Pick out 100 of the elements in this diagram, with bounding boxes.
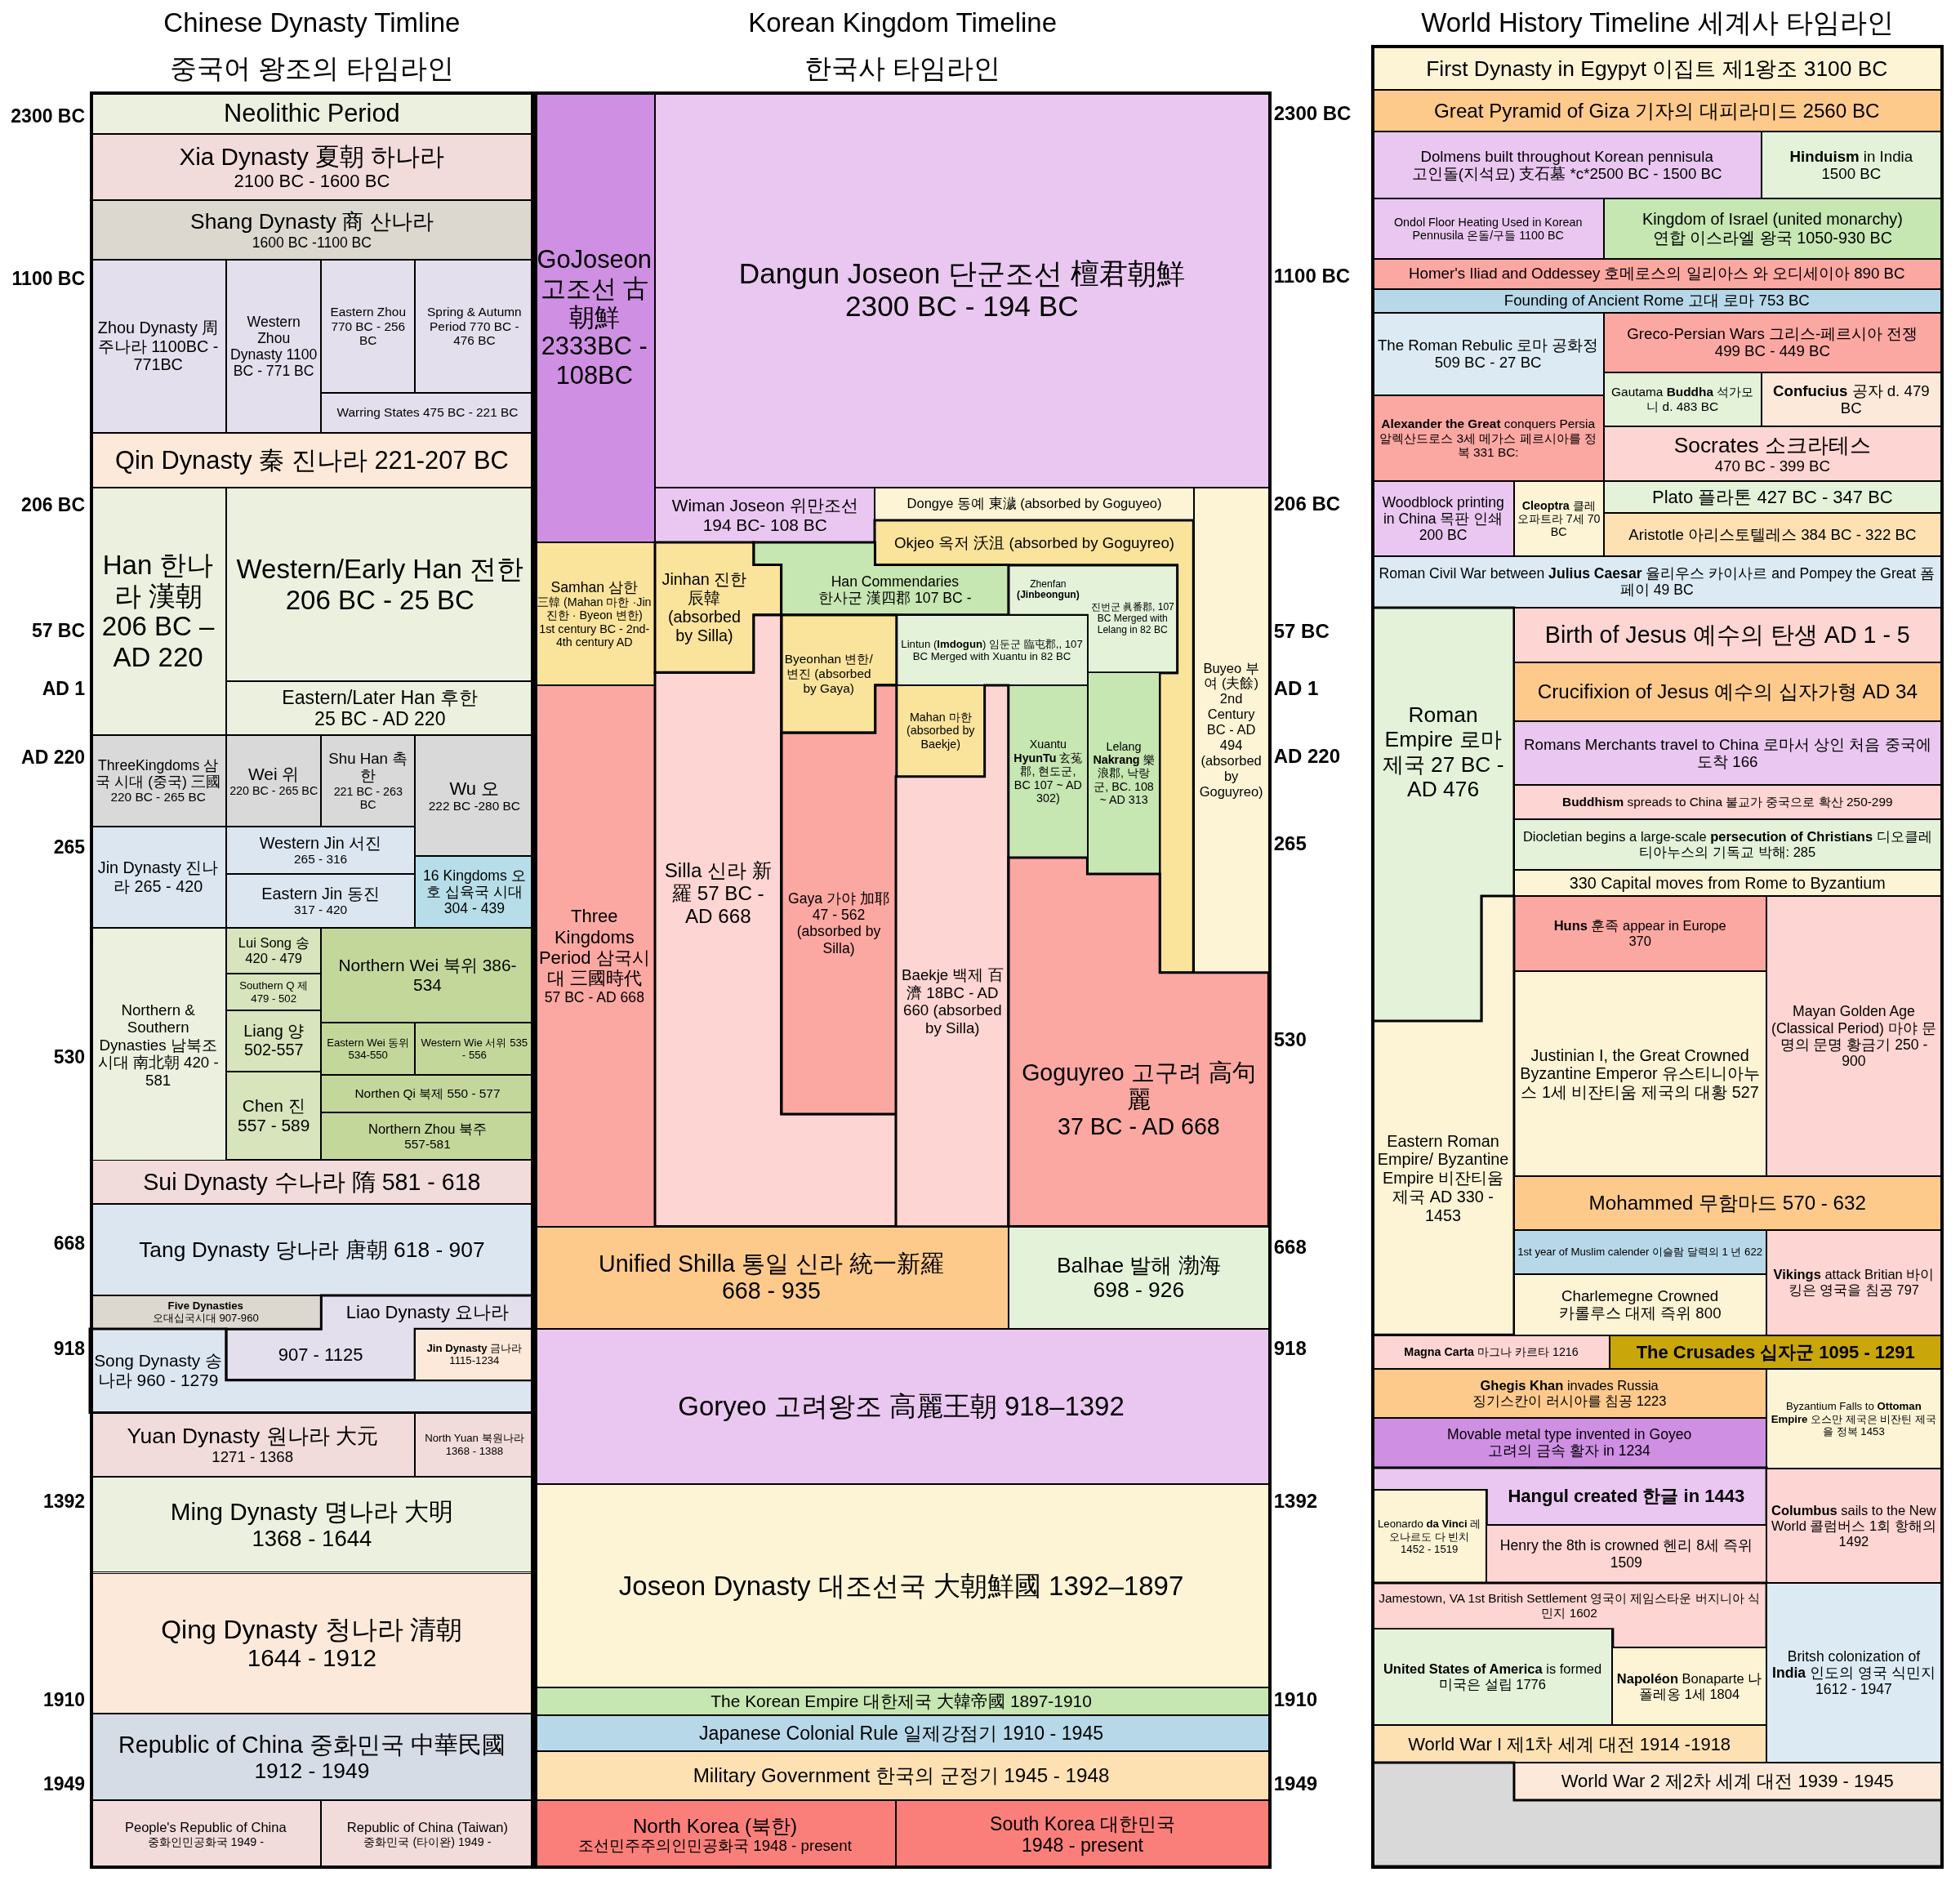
period-name: Eastern Wei 동위 534-550 <box>326 1036 411 1062</box>
kingdom-box <box>896 615 1088 685</box>
period-dates: 1912 - 1949 <box>254 1758 370 1783</box>
event-text: Great Pyramid of Giza 기자의 대피라미드 2560 BC <box>1434 99 1880 123</box>
kingdom-name: Okjeo 옥저 沃沮 (absorbed by Goguyreo) <box>894 533 1175 552</box>
period-dates: 222 BC -280 BC <box>428 799 520 814</box>
period-dates: 907 - 1125 <box>278 1344 363 1366</box>
period-name: Eastern/Later Han 후한 <box>282 686 479 709</box>
event-text: Justinian I, the Great Crowned Byzantine Emperor 유스티니아누스 1세 비잔티움 제국의 대황 527 <box>1519 1045 1761 1102</box>
year-label: 668 <box>1273 1237 1307 1259</box>
event-text: 330 Capital moves from Rome to Byzantium <box>1569 874 1886 893</box>
kingdom-name: Balhae 발해 渤海 <box>1056 1252 1221 1278</box>
event-box <box>1372 1417 1766 1468</box>
event-text: Roman Civil War between Julius Caesar 율리우스 카이사르 and Pompey the Great 폼페이 49 BC <box>1378 565 1936 599</box>
kingdom-box <box>1009 684 1088 858</box>
period-name: Qin Dynasty 秦 진나라 221-207 BC <box>115 445 509 475</box>
event-box <box>1761 131 1942 199</box>
event-text: Movable metal type invented in Goyeo <box>1447 1426 1692 1443</box>
dynasty-box <box>226 873 416 928</box>
event-box <box>1761 372 1942 426</box>
period-name: Western Zhou Dynasty 1100 BC - 771 BC <box>229 313 318 380</box>
event-box <box>1513 607 1942 663</box>
event-box <box>1513 481 1604 557</box>
period-name: Chen 진 557 - 589 <box>237 1096 311 1136</box>
kingdom-name: GoJoseon 고조선 古朝鮮 2333BC - 108BC <box>537 245 653 390</box>
event-text: Founding of Ancient Rome 고대 로마 753 BC <box>1503 292 1810 310</box>
event-text: Crucifixion of Jesus 예수의 십자가형 AD 34 <box>1537 680 1918 704</box>
kingdom-box <box>896 684 1009 1227</box>
year-label: 265 <box>1273 832 1307 855</box>
event-box <box>1610 1335 1942 1369</box>
period-dates: 1600 BC -1100 BC <box>252 234 372 251</box>
event-box <box>1766 1469 1942 1583</box>
year-label: 530 <box>52 1047 86 1068</box>
kingdom-dates: 194 BC- 108 BC <box>702 515 827 535</box>
year-label: 265 <box>52 837 86 858</box>
year-label: 1910 <box>1273 1689 1319 1711</box>
event-text: Huns 훈족 appear in Europe <box>1553 918 1726 934</box>
event-date: 고인돌(지석묘) 支石墓 *c*2500 BC - 1500 BC <box>1411 165 1722 183</box>
year-label: AD 1 <box>1273 678 1320 700</box>
event-text: Charlemegne Crowned <box>1561 1286 1719 1305</box>
period-name: Northern Zhou 북주 <box>368 1121 487 1137</box>
kingdom-box <box>655 487 875 543</box>
period-name: Five Dynasties <box>167 1299 243 1313</box>
event-text: Hinduism in India <box>1789 147 1913 165</box>
event-text: Magna Carta 마그나 카르타 1216 <box>1404 1345 1579 1359</box>
timeline-title: 중국어 왕조의 타임라인 <box>169 52 455 84</box>
period-name: Lui Song 송 420 - 479 <box>237 935 310 966</box>
kingdom-name: Silla 신라 新羅 57 BC - AD 668 <box>663 858 773 928</box>
period-name: Sui Dynasty 수나라 隋 581 - 618 <box>143 1168 481 1196</box>
year-label: 1949 <box>42 1773 86 1794</box>
event-text: 1st year of Muslim calender 이슬람 달력의 1 년 622 <box>1517 1246 1763 1259</box>
kingdom-box <box>1087 672 1160 874</box>
period-dates: 557-581 <box>404 1136 451 1152</box>
event-text: First Dynasty in Egypyt 이집트 제1왕조 3100 BC <box>1426 56 1888 82</box>
period-name: North Yuan 북원나라 1368 - 1388 <box>424 1432 525 1457</box>
event-box <box>1372 131 1762 199</box>
period-name: Tang Dynasty 당나라 唐朝 618 - 907 <box>139 1237 485 1262</box>
event-box <box>1603 512 1941 557</box>
kingdom-name: Lintun (Imdogun) 임둔군 臨屯郡,, 107 BC Merged with Xuantu in 82 BC <box>900 637 1084 663</box>
kingdom-box <box>896 684 986 777</box>
dynasty-box <box>226 1071 322 1161</box>
kingdom-name: Samhan 삼한 <box>550 578 638 595</box>
year-label: 918 <box>1273 1338 1307 1360</box>
period-name: Shang Dynasty 商 산나라 <box>190 209 434 234</box>
event-box <box>1372 481 1514 557</box>
dynasty-box <box>226 260 322 433</box>
event-text: Roman Empire 로마 제국 27 BC - AD 476 <box>1381 702 1505 802</box>
period-name: Shu Han 촉한 <box>327 749 409 785</box>
event-text: Diocletian begins a large-scale persecution of Christians 디오클레티아누스의 기독교 박해: 285 <box>1521 828 1933 860</box>
event-text: Gautama Buddha 석가모니 d. 483 BC <box>1610 385 1755 414</box>
event-box <box>1372 896 1514 1335</box>
event-box <box>1372 47 1941 91</box>
event-box <box>1766 896 1942 1177</box>
event-text: Buddhism spreads to China 불교가 중국으로 확산 250-299 <box>1562 795 1893 809</box>
event-text: Alexander the Great conquers Persia 알렉산드로스 3세 메가스 페르시아를 정복 331 BC: <box>1379 416 1597 461</box>
dynasty-box <box>226 826 416 874</box>
event-box <box>1766 1369 1942 1469</box>
event-text: Kingdom of Israel (united monarchy) <box>1642 210 1903 230</box>
year-label: 57 BC <box>30 621 86 642</box>
period-name: Republic of China 중화민국 中華民國 <box>118 1731 506 1759</box>
event-box <box>1372 258 1941 289</box>
event-box <box>1486 1525 1766 1583</box>
event-text: Ondol Floor Heating Used in Korean Pennusila 온돌/구들 1100 BC <box>1392 215 1584 243</box>
year-label: 1100 BC <box>11 268 86 289</box>
kingdom-name: Gaya 가야 加耶 47 - 562 (absorbed by Silla) <box>787 889 890 956</box>
year-label: AD 220 <box>1273 745 1342 768</box>
event-text: Socrates 소크라테스 <box>1673 432 1872 458</box>
event-box <box>1372 288 1941 313</box>
kingdom-name: Baekje 백제 百濟 18BC - AD 660 (absorbed by Silla) <box>901 966 1004 1036</box>
kingdom-box <box>875 487 1194 520</box>
event-date: 370 <box>1628 934 1651 950</box>
kingdom-name: Han Commendaries <box>831 573 960 591</box>
kingdom-dates: 한사군 漢四郡 107 BC - <box>818 590 972 607</box>
event-text: Birth of Jesus 예수의 탄생 AD 1 - 5 <box>1544 622 1910 649</box>
period-name: Western Wie 서위 535 - 556 <box>420 1036 529 1062</box>
period-name: Eastern Zhou 770 BC - 256 BC <box>329 304 407 349</box>
event-box <box>1372 1369 1766 1418</box>
period-dates: 220 BC - 265 BC <box>229 783 318 798</box>
kingdom-box <box>781 684 897 1114</box>
kingdom-dates: 조선민주주의인민공화국 1948 - present <box>578 1837 852 1855</box>
